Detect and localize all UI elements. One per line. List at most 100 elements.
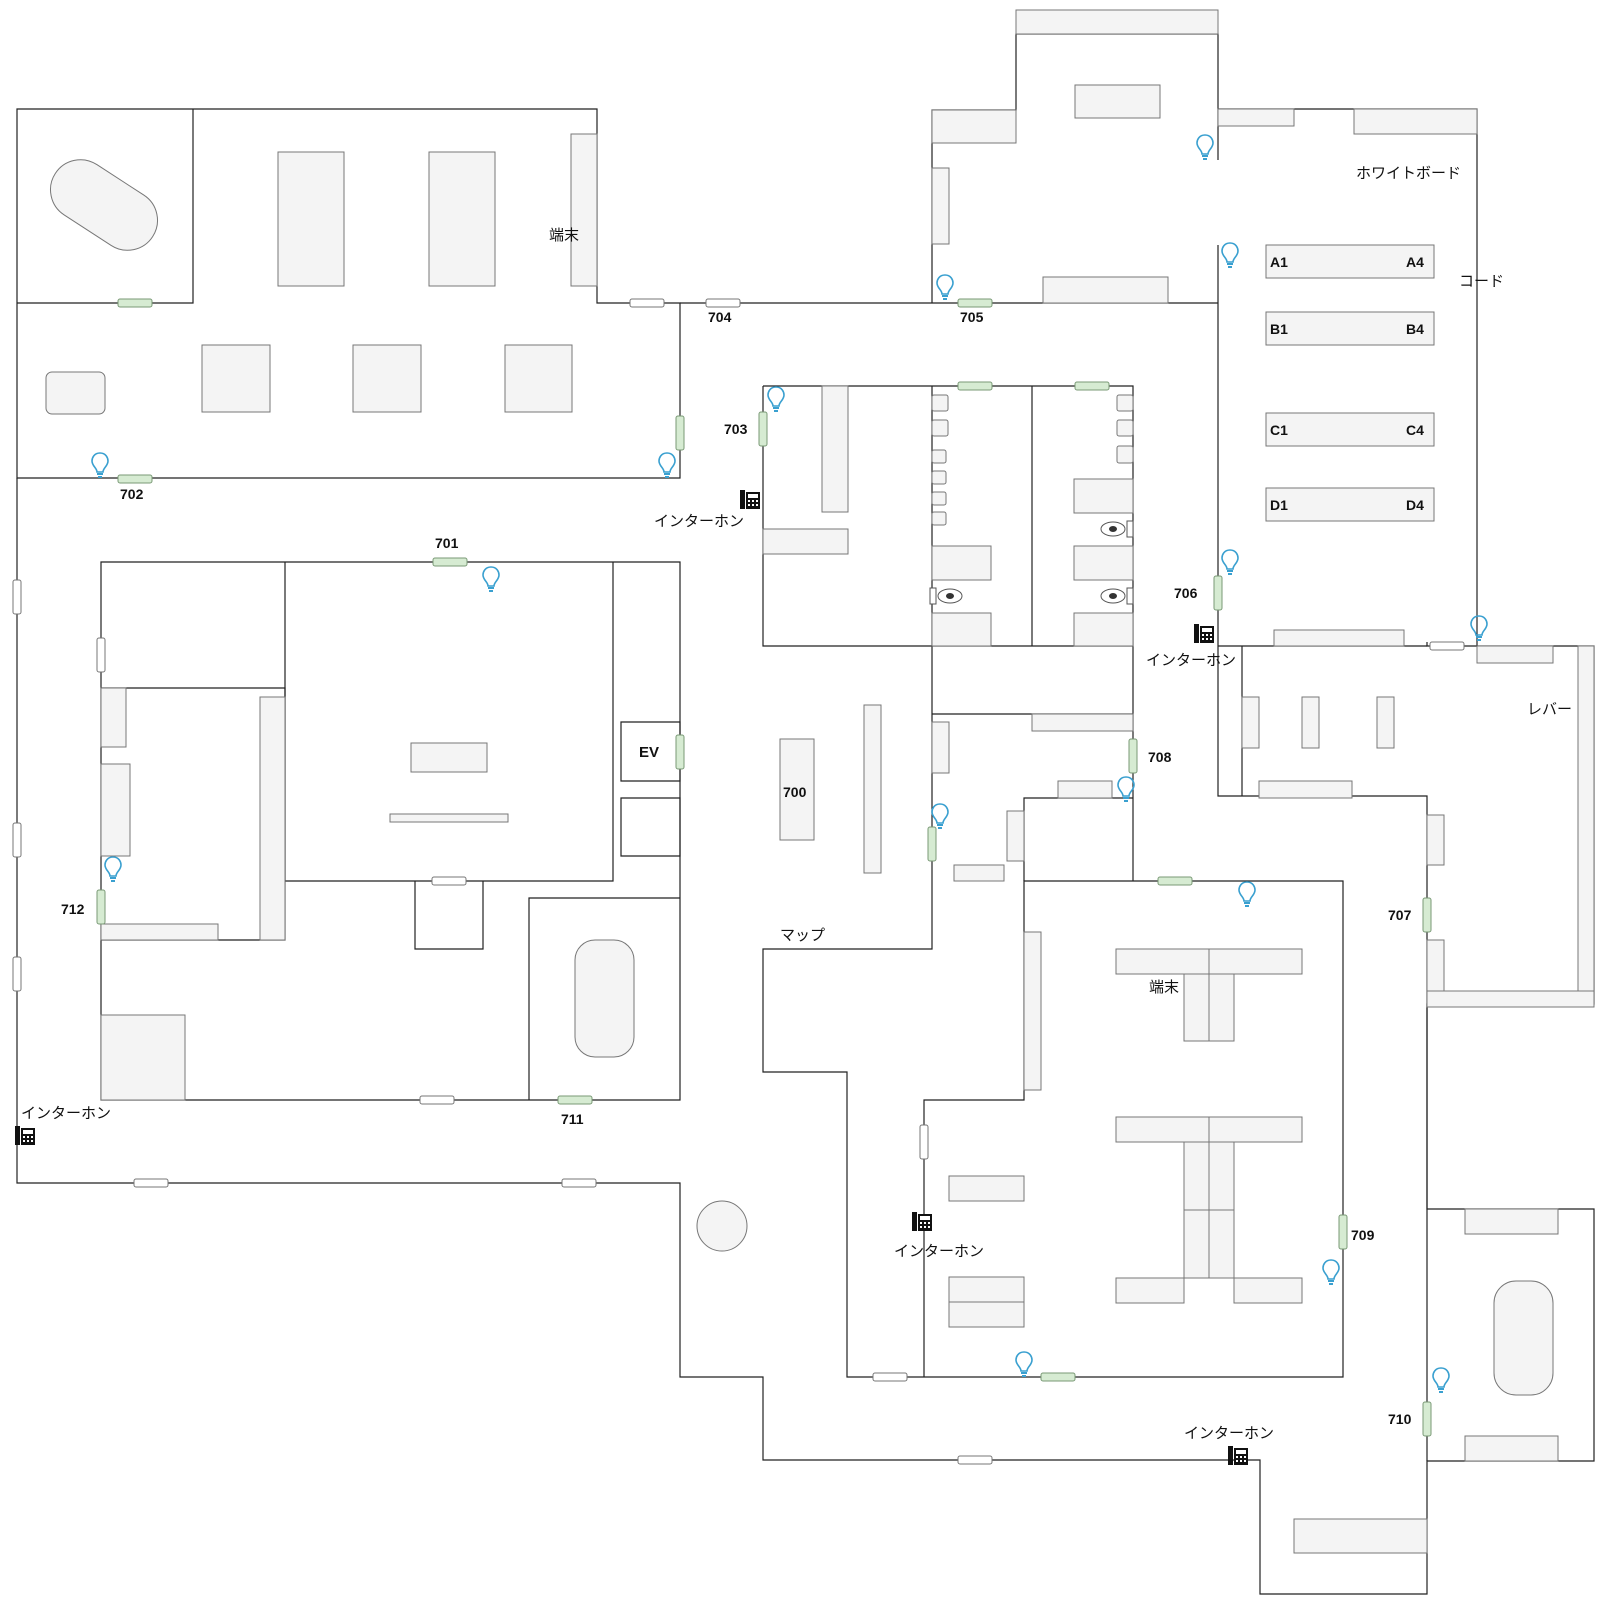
rack-label: A4	[1406, 254, 1424, 270]
door-highlighted[interactable]	[758, 411, 768, 447]
lightbulb-icon	[1221, 549, 1239, 576]
room-number: 704	[708, 309, 732, 325]
furniture	[45, 9, 1595, 1554]
lightbulb-icon	[482, 566, 500, 593]
terminal-label: 端末	[549, 227, 579, 244]
post	[1301, 696, 1320, 749]
desk	[1208, 1141, 1235, 1211]
counter	[762, 528, 849, 555]
counter	[1042, 276, 1169, 304]
door[interactable]	[133, 1178, 169, 1188]
lightbulb-icon	[1221, 242, 1239, 269]
intercom-label: インターホン	[1146, 652, 1236, 669]
counter	[1293, 1518, 1428, 1554]
round-table	[696, 1200, 748, 1252]
desk	[1208, 948, 1303, 975]
terminal-label: 端末	[1149, 979, 1179, 996]
door[interactable]	[431, 876, 467, 886]
lightbulb-icon	[767, 386, 785, 413]
shelf	[100, 687, 127, 748]
door-highlighted[interactable]	[1128, 738, 1138, 774]
door-highlighted[interactable]	[675, 734, 685, 770]
desk	[504, 344, 573, 413]
shelf	[1023, 931, 1042, 1091]
room-number: 701	[435, 535, 459, 551]
lightbulb-icon	[931, 803, 949, 830]
door[interactable]	[12, 579, 22, 615]
rack-label: A1	[1270, 254, 1288, 270]
door-highlighted[interactable]	[432, 557, 468, 567]
urinal	[931, 470, 947, 485]
door[interactable]	[1429, 641, 1465, 651]
cabinet	[100, 1014, 186, 1101]
stall	[931, 612, 992, 647]
rack-label: D4	[1406, 497, 1424, 513]
intercom-label: インターホン	[894, 1243, 984, 1260]
wall	[762, 386, 932, 647]
cabinet	[948, 1175, 1025, 1202]
desk	[277, 151, 345, 287]
door-highlighted[interactable]	[1157, 876, 1193, 886]
door[interactable]	[957, 1455, 993, 1465]
door-highlighted[interactable]	[1422, 897, 1432, 933]
desk	[1183, 1141, 1210, 1211]
door-highlighted[interactable]	[117, 474, 153, 484]
intercom-phone-icon	[912, 1212, 932, 1231]
door-highlighted[interactable]	[927, 826, 937, 862]
wall-panel	[1426, 990, 1595, 1008]
door[interactable]	[872, 1372, 908, 1382]
wall	[762, 386, 1344, 1378]
urinal	[1116, 419, 1134, 437]
door[interactable]	[561, 1178, 597, 1188]
door[interactable]	[705, 298, 741, 308]
door-highlighted[interactable]	[96, 889, 106, 925]
wall	[284, 562, 614, 882]
desk	[1115, 1277, 1185, 1304]
desk	[352, 344, 422, 413]
shelf	[1426, 814, 1445, 866]
lightbulb-icon	[936, 274, 954, 301]
desk	[1074, 84, 1161, 119]
door-highlighted[interactable]	[957, 381, 993, 391]
wall	[1023, 797, 1133, 881]
door[interactable]	[629, 298, 665, 308]
door-highlighted[interactable]	[675, 415, 685, 451]
terminal-desk	[570, 133, 598, 287]
rack-label: C1	[1270, 422, 1288, 438]
door-highlighted[interactable]	[1338, 1214, 1348, 1250]
desk	[1208, 973, 1235, 1042]
door-highlighted[interactable]	[117, 298, 153, 308]
shelf	[1476, 645, 1554, 664]
lever-label: レバー	[1527, 701, 1572, 718]
shelf	[1057, 780, 1113, 799]
door-highlighted[interactable]	[1422, 1401, 1432, 1437]
intercom-phone-icon	[740, 490, 760, 509]
door-highlighted[interactable]	[1213, 575, 1223, 611]
rack-row-b	[1265, 311, 1435, 346]
room-number: 700	[783, 784, 807, 800]
doors	[12, 298, 1465, 1465]
cabinet	[948, 1301, 1025, 1328]
urinal	[931, 394, 949, 412]
shelf	[1353, 108, 1478, 135]
door[interactable]	[419, 1095, 455, 1105]
intercom-label: インターホン	[1184, 1425, 1274, 1442]
door-highlighted[interactable]	[957, 298, 993, 308]
cabinet	[948, 1276, 1025, 1303]
urinal	[931, 449, 947, 464]
side-table	[45, 371, 106, 415]
door-highlighted[interactable]	[1074, 381, 1110, 391]
door[interactable]	[96, 637, 106, 673]
room-number: 708	[1148, 749, 1172, 765]
desk	[201, 344, 271, 413]
room-number: 710	[1388, 1411, 1412, 1427]
door[interactable]	[919, 1124, 929, 1160]
desk	[1183, 1209, 1210, 1279]
door[interactable]	[12, 822, 22, 858]
post	[1376, 696, 1395, 749]
door-highlighted[interactable]	[557, 1095, 593, 1105]
counter	[931, 109, 1017, 144]
lightbulb-icon	[1015, 1351, 1033, 1378]
door-highlighted[interactable]	[1040, 1372, 1076, 1382]
door[interactable]	[12, 956, 22, 992]
